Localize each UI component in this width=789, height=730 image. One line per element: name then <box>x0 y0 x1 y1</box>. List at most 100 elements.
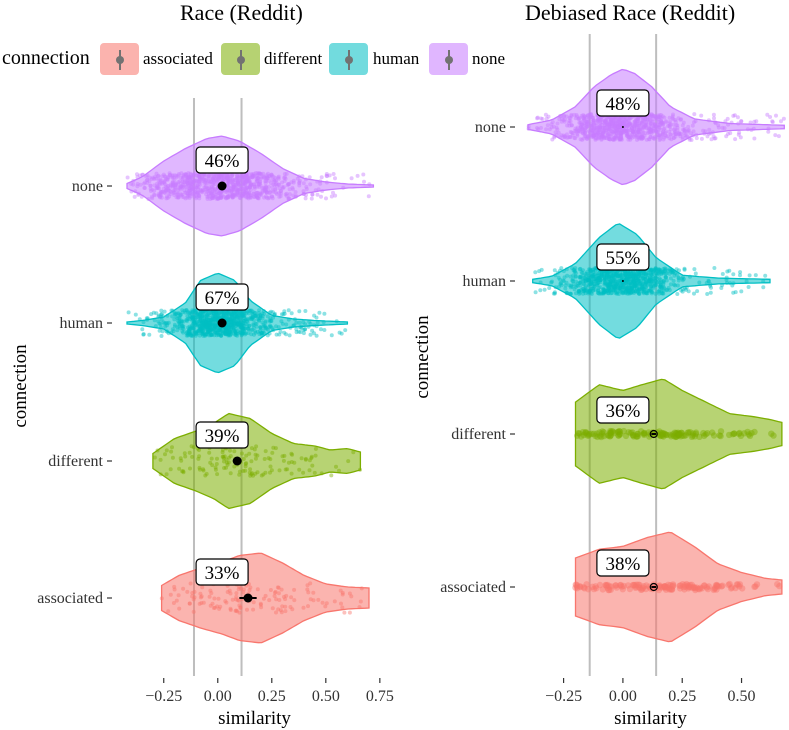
data-point <box>182 308 187 313</box>
x-tick-label: 0.00 <box>609 688 637 705</box>
data-point <box>267 324 272 329</box>
data-point <box>217 328 222 333</box>
data-point <box>664 134 668 139</box>
data-point <box>262 186 267 191</box>
data-point <box>713 121 718 126</box>
data-point <box>600 120 605 125</box>
data-point <box>198 316 203 320</box>
data-point <box>196 187 200 191</box>
data-point <box>677 268 681 273</box>
data-point <box>213 190 218 195</box>
data-point <box>578 128 582 133</box>
data-point <box>226 194 231 199</box>
data-point <box>630 274 635 279</box>
data-point <box>605 271 610 276</box>
data-point <box>187 175 192 180</box>
data-point <box>235 190 239 194</box>
data-point <box>226 175 231 180</box>
data-point <box>250 311 255 316</box>
data-point <box>230 318 235 323</box>
data-point <box>191 172 196 177</box>
data-point <box>242 179 247 184</box>
data-point <box>264 185 269 190</box>
data-point <box>174 174 179 178</box>
data-point <box>162 180 166 185</box>
data-point <box>162 174 167 179</box>
data-point <box>595 118 600 123</box>
data-point <box>237 195 242 200</box>
data-point <box>595 130 599 135</box>
data-point <box>251 325 256 330</box>
data-point <box>657 123 662 128</box>
data-point <box>186 174 191 179</box>
data-point <box>297 178 302 183</box>
data-point <box>200 331 205 336</box>
data-point <box>588 122 593 127</box>
data-point <box>257 184 262 189</box>
data-point <box>596 125 601 130</box>
series-associated: 38% <box>572 531 783 643</box>
data-point <box>628 116 633 121</box>
mean-point-none <box>621 126 624 128</box>
data-point <box>577 583 584 591</box>
data-point <box>227 329 232 334</box>
data-point <box>720 272 725 276</box>
data-point <box>194 178 199 183</box>
data-point <box>709 429 716 436</box>
data-point <box>278 194 283 199</box>
data-point <box>608 118 613 123</box>
data-point <box>241 313 246 318</box>
data-point <box>240 314 245 319</box>
data-point <box>303 322 308 327</box>
data-point <box>565 135 570 140</box>
data-point <box>636 274 641 279</box>
data-point <box>603 135 608 140</box>
data-point <box>187 183 192 188</box>
data-point <box>610 121 615 126</box>
data-point <box>602 123 607 128</box>
data-point <box>177 315 182 320</box>
data-point <box>631 124 636 129</box>
data-point <box>254 321 259 326</box>
data-point <box>198 327 202 332</box>
data-point <box>167 171 172 176</box>
data-point <box>219 312 224 317</box>
data-point <box>686 128 691 133</box>
data-point <box>141 172 145 177</box>
data-point <box>185 195 190 200</box>
data-point <box>238 311 243 316</box>
data-point <box>252 184 257 189</box>
data-point <box>222 172 227 177</box>
data-point <box>192 320 197 325</box>
data-point <box>236 180 240 185</box>
data-point <box>598 129 603 134</box>
data-point <box>212 182 217 187</box>
data-point <box>614 128 619 133</box>
data-point <box>685 134 690 139</box>
data-point <box>195 191 200 196</box>
data-point <box>636 130 641 135</box>
data-point <box>224 310 229 314</box>
data-point <box>214 196 219 201</box>
violin-none <box>126 135 375 237</box>
data-point <box>293 317 297 322</box>
data-point <box>258 176 263 181</box>
data-point <box>224 172 229 177</box>
data-point <box>230 177 235 182</box>
data-point <box>627 121 632 126</box>
data-point <box>212 316 217 321</box>
data-point <box>551 124 556 129</box>
data-point <box>197 312 202 317</box>
data-point <box>233 321 238 326</box>
data-point <box>569 123 574 128</box>
data-point <box>235 598 240 603</box>
data-point <box>584 115 589 120</box>
data-point <box>256 181 261 186</box>
data-point <box>212 188 217 193</box>
data-point <box>205 313 209 318</box>
data-point <box>626 134 631 139</box>
data-point <box>217 328 222 333</box>
data-point <box>676 116 681 121</box>
data-point <box>589 123 594 128</box>
data-point <box>189 185 194 190</box>
